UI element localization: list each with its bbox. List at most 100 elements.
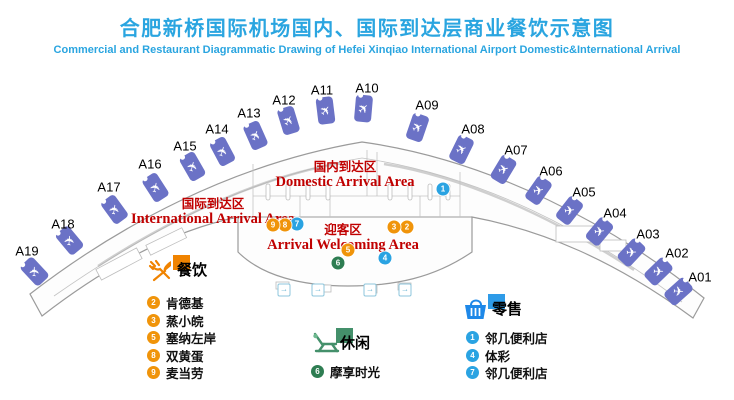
map-marker-1-retail: 1 bbox=[436, 182, 450, 196]
airplane-icon: ✈ bbox=[625, 244, 637, 260]
airplane-icon: ✈ bbox=[213, 143, 231, 159]
legend-item-catering-5: 5 塞纳左岸 bbox=[147, 329, 216, 347]
exit-arrow-icon-3: → bbox=[363, 283, 377, 297]
legend-number-badge: 1 bbox=[466, 331, 479, 345]
airplane-icon: ✈ bbox=[246, 127, 264, 143]
shopping-basket-icon bbox=[465, 299, 486, 319]
exit-arrow-icon-4: → bbox=[398, 283, 412, 297]
gate-label-a05: A05 bbox=[572, 184, 596, 200]
map-marker-2-catering: 2 bbox=[400, 220, 414, 234]
gate-label-a10: A10 bbox=[355, 80, 379, 96]
map-marker-4-retail: 4 bbox=[378, 251, 392, 265]
legend-catering-title: 餐饮 bbox=[177, 262, 208, 279]
area-welcome-zh: 迎客区 bbox=[324, 223, 362, 237]
gate-icon-a10: ✈ bbox=[353, 93, 373, 123]
legend-item-catering-2: 2 肯德基 bbox=[147, 294, 216, 312]
map-marker-9-catering: 9 bbox=[266, 218, 280, 232]
gate-label-a15: A15 bbox=[173, 138, 197, 154]
fork-knife-icon bbox=[148, 259, 172, 282]
legend-leisure-title: 休闲 bbox=[340, 335, 371, 352]
airplane-icon: ✈ bbox=[592, 223, 606, 239]
legend-retail-list: 1 邻几便利店 4 体彩 7 邻几便利店 bbox=[466, 329, 548, 382]
gate-label-a04: A04 bbox=[603, 205, 627, 221]
map-marker-5-catering: 5 bbox=[341, 243, 355, 257]
lounge-chair-icon bbox=[313, 332, 340, 353]
airplane-icon: ✈ bbox=[146, 180, 164, 194]
legend-item-name: 麦当劳 bbox=[166, 367, 204, 382]
legend-retail-title: 零售 bbox=[492, 301, 523, 318]
area-international-en: International Arrival Area bbox=[130, 211, 296, 227]
gate-label-a07: A07 bbox=[504, 142, 528, 158]
exit-arrow-icon-2: → bbox=[311, 283, 325, 297]
legend-item-catering-9: 9 麦当劳 bbox=[147, 364, 216, 382]
gate-label-a16: A16 bbox=[138, 156, 162, 172]
legend-item-name: 塞纳左岸 bbox=[166, 332, 217, 347]
area-international-zh: 国际到达区 bbox=[181, 197, 245, 211]
legend-item-retail-1: 1 邻几便利店 bbox=[466, 329, 548, 347]
airplane-icon: ✈ bbox=[278, 111, 298, 129]
leisure-header-square bbox=[336, 328, 353, 343]
gate-label-a11: A11 bbox=[310, 82, 334, 98]
map-marker-6-leisure: 6 bbox=[331, 256, 345, 270]
airplane-icon: ✈ bbox=[652, 263, 664, 279]
gate-label-a03: A03 bbox=[636, 226, 660, 242]
gate-label-a17: A17 bbox=[97, 179, 121, 195]
airplane-icon: ✈ bbox=[354, 98, 372, 118]
airplane-icon: ✈ bbox=[105, 202, 123, 216]
gate-label-a02: A02 bbox=[665, 245, 689, 261]
legend-catering-list: 2 肯德基 3 蒸小皖 5 塞纳左岸 8 双黄蛋 9 麦当劳 bbox=[147, 294, 216, 382]
page-subtitle: Commercial and Restaurant Diagrammatic D… bbox=[53, 44, 681, 56]
airplane-icon: ✈ bbox=[26, 265, 42, 277]
gate-label-a19: A19 bbox=[15, 243, 39, 259]
legend-item-retail-4: 4 体彩 bbox=[466, 347, 548, 365]
gate-icon-a11: ✈ bbox=[314, 95, 336, 125]
airplane-icon: ✈ bbox=[315, 101, 335, 119]
legend-item-retail-7: 7 邻几便利店 bbox=[466, 364, 548, 382]
airplane-icon: ✈ bbox=[408, 117, 426, 137]
gate-label-a12: A12 bbox=[272, 92, 296, 108]
legend-number-badge: 4 bbox=[466, 348, 479, 362]
legend-number-badge: 9 bbox=[147, 366, 160, 380]
legend-number-badge: 2 bbox=[147, 296, 160, 310]
legend-item-name: 体彩 bbox=[485, 349, 511, 364]
legend-number-badge: 3 bbox=[147, 313, 160, 327]
retail-header-square bbox=[488, 294, 505, 309]
map-marker-3-catering: 3 bbox=[387, 220, 401, 234]
legend-item-name: 摩享时光 bbox=[330, 366, 381, 381]
legend-item-name: 邻几便利店 bbox=[485, 332, 548, 347]
legend-item-catering-8: 8 双黄蛋 bbox=[147, 347, 216, 365]
legend-leisure-list: 6 摩享时光 bbox=[311, 363, 380, 381]
gate-label-a09: A09 bbox=[415, 97, 439, 113]
legend-number-badge: 6 bbox=[311, 365, 324, 379]
area-label-international-arrival: 国际到达区 International Arrival Area bbox=[131, 197, 295, 227]
airplane-icon: ✈ bbox=[453, 140, 469, 158]
airplane-icon: ✈ bbox=[61, 233, 77, 247]
gate-label-a01: A01 bbox=[688, 269, 712, 285]
legend-number-badge: 5 bbox=[147, 331, 160, 345]
gate-label-a06: A06 bbox=[539, 163, 563, 179]
legend-item-name: 肯德基 bbox=[166, 297, 204, 312]
legend-retail-header: 零售 bbox=[462, 294, 562, 326]
area-domestic-zh: 国内到达区 bbox=[313, 160, 377, 174]
airplane-icon: ✈ bbox=[495, 160, 511, 178]
airplane-icon: ✈ bbox=[562, 201, 576, 219]
map-marker-7-retail: 7 bbox=[290, 217, 304, 231]
catering-header-square bbox=[173, 255, 190, 270]
legend-item-leisure-6: 6 摩享时光 bbox=[311, 363, 380, 381]
gate-label-a14: A14 bbox=[205, 121, 229, 137]
legend-item-name: 双黄蛋 bbox=[166, 349, 204, 364]
legend-number-badge: 7 bbox=[466, 366, 479, 380]
legend-number-badge: 8 bbox=[147, 348, 160, 362]
legend-item-name: 蒸小皖 bbox=[166, 314, 204, 329]
airplane-icon: ✈ bbox=[183, 158, 201, 174]
legend-item-name: 邻几便利店 bbox=[485, 367, 548, 382]
exit-arrow-icon-1: → bbox=[277, 283, 291, 297]
gate-label-a13: A13 bbox=[237, 105, 261, 121]
airplane-icon: ✈ bbox=[531, 181, 545, 199]
gate-label-a18: A18 bbox=[51, 216, 75, 232]
gate-label-a08: A08 bbox=[461, 121, 485, 137]
area-label-domestic-arrival: 国内到达区 Domestic Arrival Area bbox=[275, 160, 414, 190]
area-domestic-en: Domestic Arrival Area bbox=[275, 174, 415, 190]
map-marker-8-catering: 8 bbox=[278, 218, 292, 232]
